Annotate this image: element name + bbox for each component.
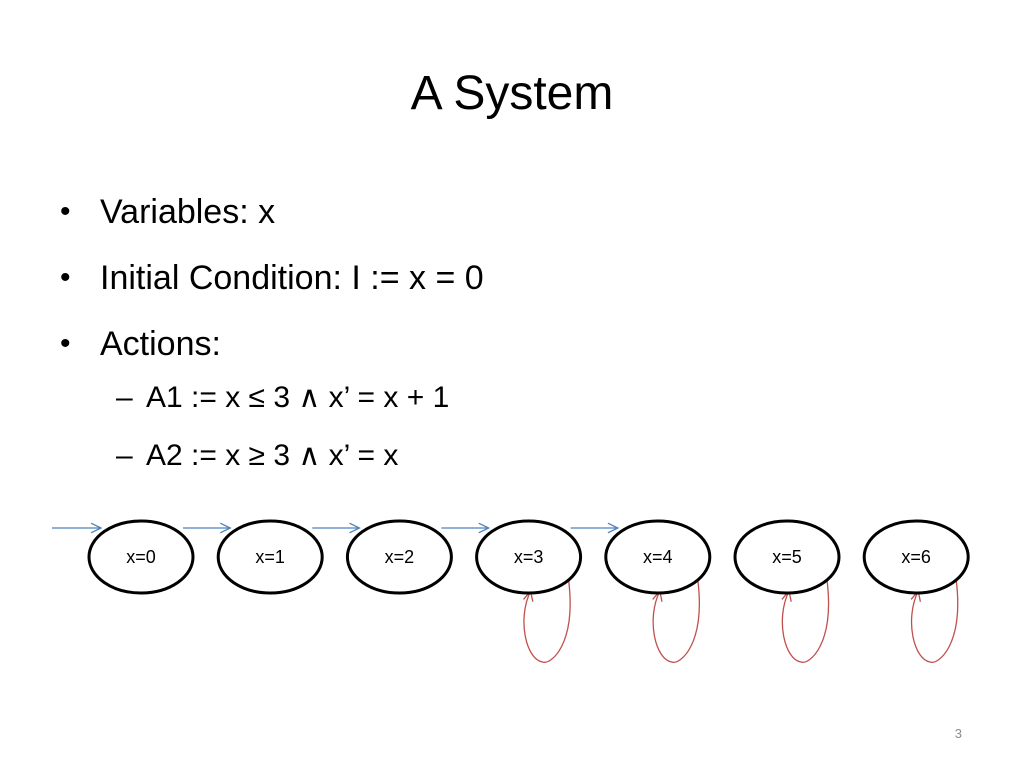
- self-loop-curve: [652, 579, 700, 663]
- sub-bullet-text: A2 := x ≥ 3 ∧ x’ = x: [146, 439, 399, 472]
- sub-bullet-marker: –: [116, 439, 133, 472]
- slide-title: A System: [410, 67, 614, 120]
- state-label: x=5: [772, 547, 802, 567]
- self-loop-curve: [910, 579, 959, 663]
- sub-bullet-a1: –A1 := x ≤ 3 ∧ x’ = x + 1: [116, 378, 960, 418]
- state-label: x=1: [255, 547, 285, 567]
- transition-layer: [52, 522, 620, 534]
- state-label: x=3: [514, 547, 544, 567]
- self-loop-layer: [523, 579, 959, 663]
- bullet-variables: • Variables: x: [60, 190, 960, 234]
- self-loop-curve: [781, 579, 830, 663]
- state-node-x-3: x=3: [475, 519, 583, 595]
- state-label: x=6: [901, 547, 931, 567]
- transition-arrow-head: [220, 522, 232, 534]
- transition-x-3-to-x-4: [570, 522, 620, 534]
- bullet-list: • Variables: x • Initial Condition: I :=…: [60, 190, 960, 494]
- state-node-x-6: x=6: [862, 519, 970, 595]
- bullet-initial-condition: • Initial Condition: I := x = 0: [60, 256, 960, 300]
- self-loop-curve: [523, 579, 571, 663]
- transition-x-1-to-x-2: [312, 522, 361, 534]
- bullet-actions: • Actions:: [60, 322, 960, 366]
- state-ellipse: [345, 519, 453, 595]
- state-ellipse: [604, 519, 712, 595]
- transition-arrow-head: [478, 522, 491, 534]
- bullet-marker: •: [60, 327, 71, 360]
- state-node-x-2: x=2: [345, 519, 453, 595]
- state-ellipse: [862, 519, 970, 595]
- initial-arrow: [52, 522, 103, 534]
- state-layer: x=0 x=1 x=2 x=3 x=4 x=5 x=6: [87, 519, 970, 595]
- state-label: x=2: [385, 547, 415, 567]
- state-ellipse: [87, 519, 195, 595]
- sub-bullet-marker: –: [116, 381, 133, 414]
- state-node-x-1: x=1: [216, 519, 324, 595]
- state-label: x=4: [643, 547, 673, 567]
- bullet-text: Actions:: [100, 325, 221, 363]
- state-node-x-5: x=5: [733, 519, 841, 595]
- sub-bullet-list: –A1 := x ≤ 3 ∧ x’ = x + 1 –A2 := x ≥ 3 ∧…: [60, 378, 960, 476]
- state-ellipse: [475, 519, 583, 595]
- transition-arrow-head: [349, 522, 361, 534]
- sub-bullet-text: A1 := x ≤ 3 ∧ x’ = x + 1: [146, 381, 450, 414]
- transition-x-2-to-x-3: [441, 522, 491, 534]
- bullet-text: Variables: x: [100, 193, 276, 231]
- sub-bullet-a2: –A2 := x ≥ 3 ∧ x’ = x: [116, 436, 960, 476]
- transition-x-0-to-x-1: [183, 522, 232, 534]
- state-ellipse: [216, 519, 324, 595]
- state-label: x=0: [126, 547, 156, 567]
- initial-arrow-head: [90, 522, 103, 534]
- page-number: 3: [954, 726, 962, 741]
- bullet-marker: •: [60, 195, 71, 228]
- transition-arrow-head: [607, 522, 620, 534]
- bullet-text: Initial Condition: I := x = 0: [100, 259, 484, 297]
- state-node-x-4: x=4: [604, 519, 712, 595]
- bullet-marker: •: [60, 261, 71, 294]
- state-ellipse: [733, 519, 841, 595]
- state-node-x-0: x=0: [87, 519, 195, 595]
